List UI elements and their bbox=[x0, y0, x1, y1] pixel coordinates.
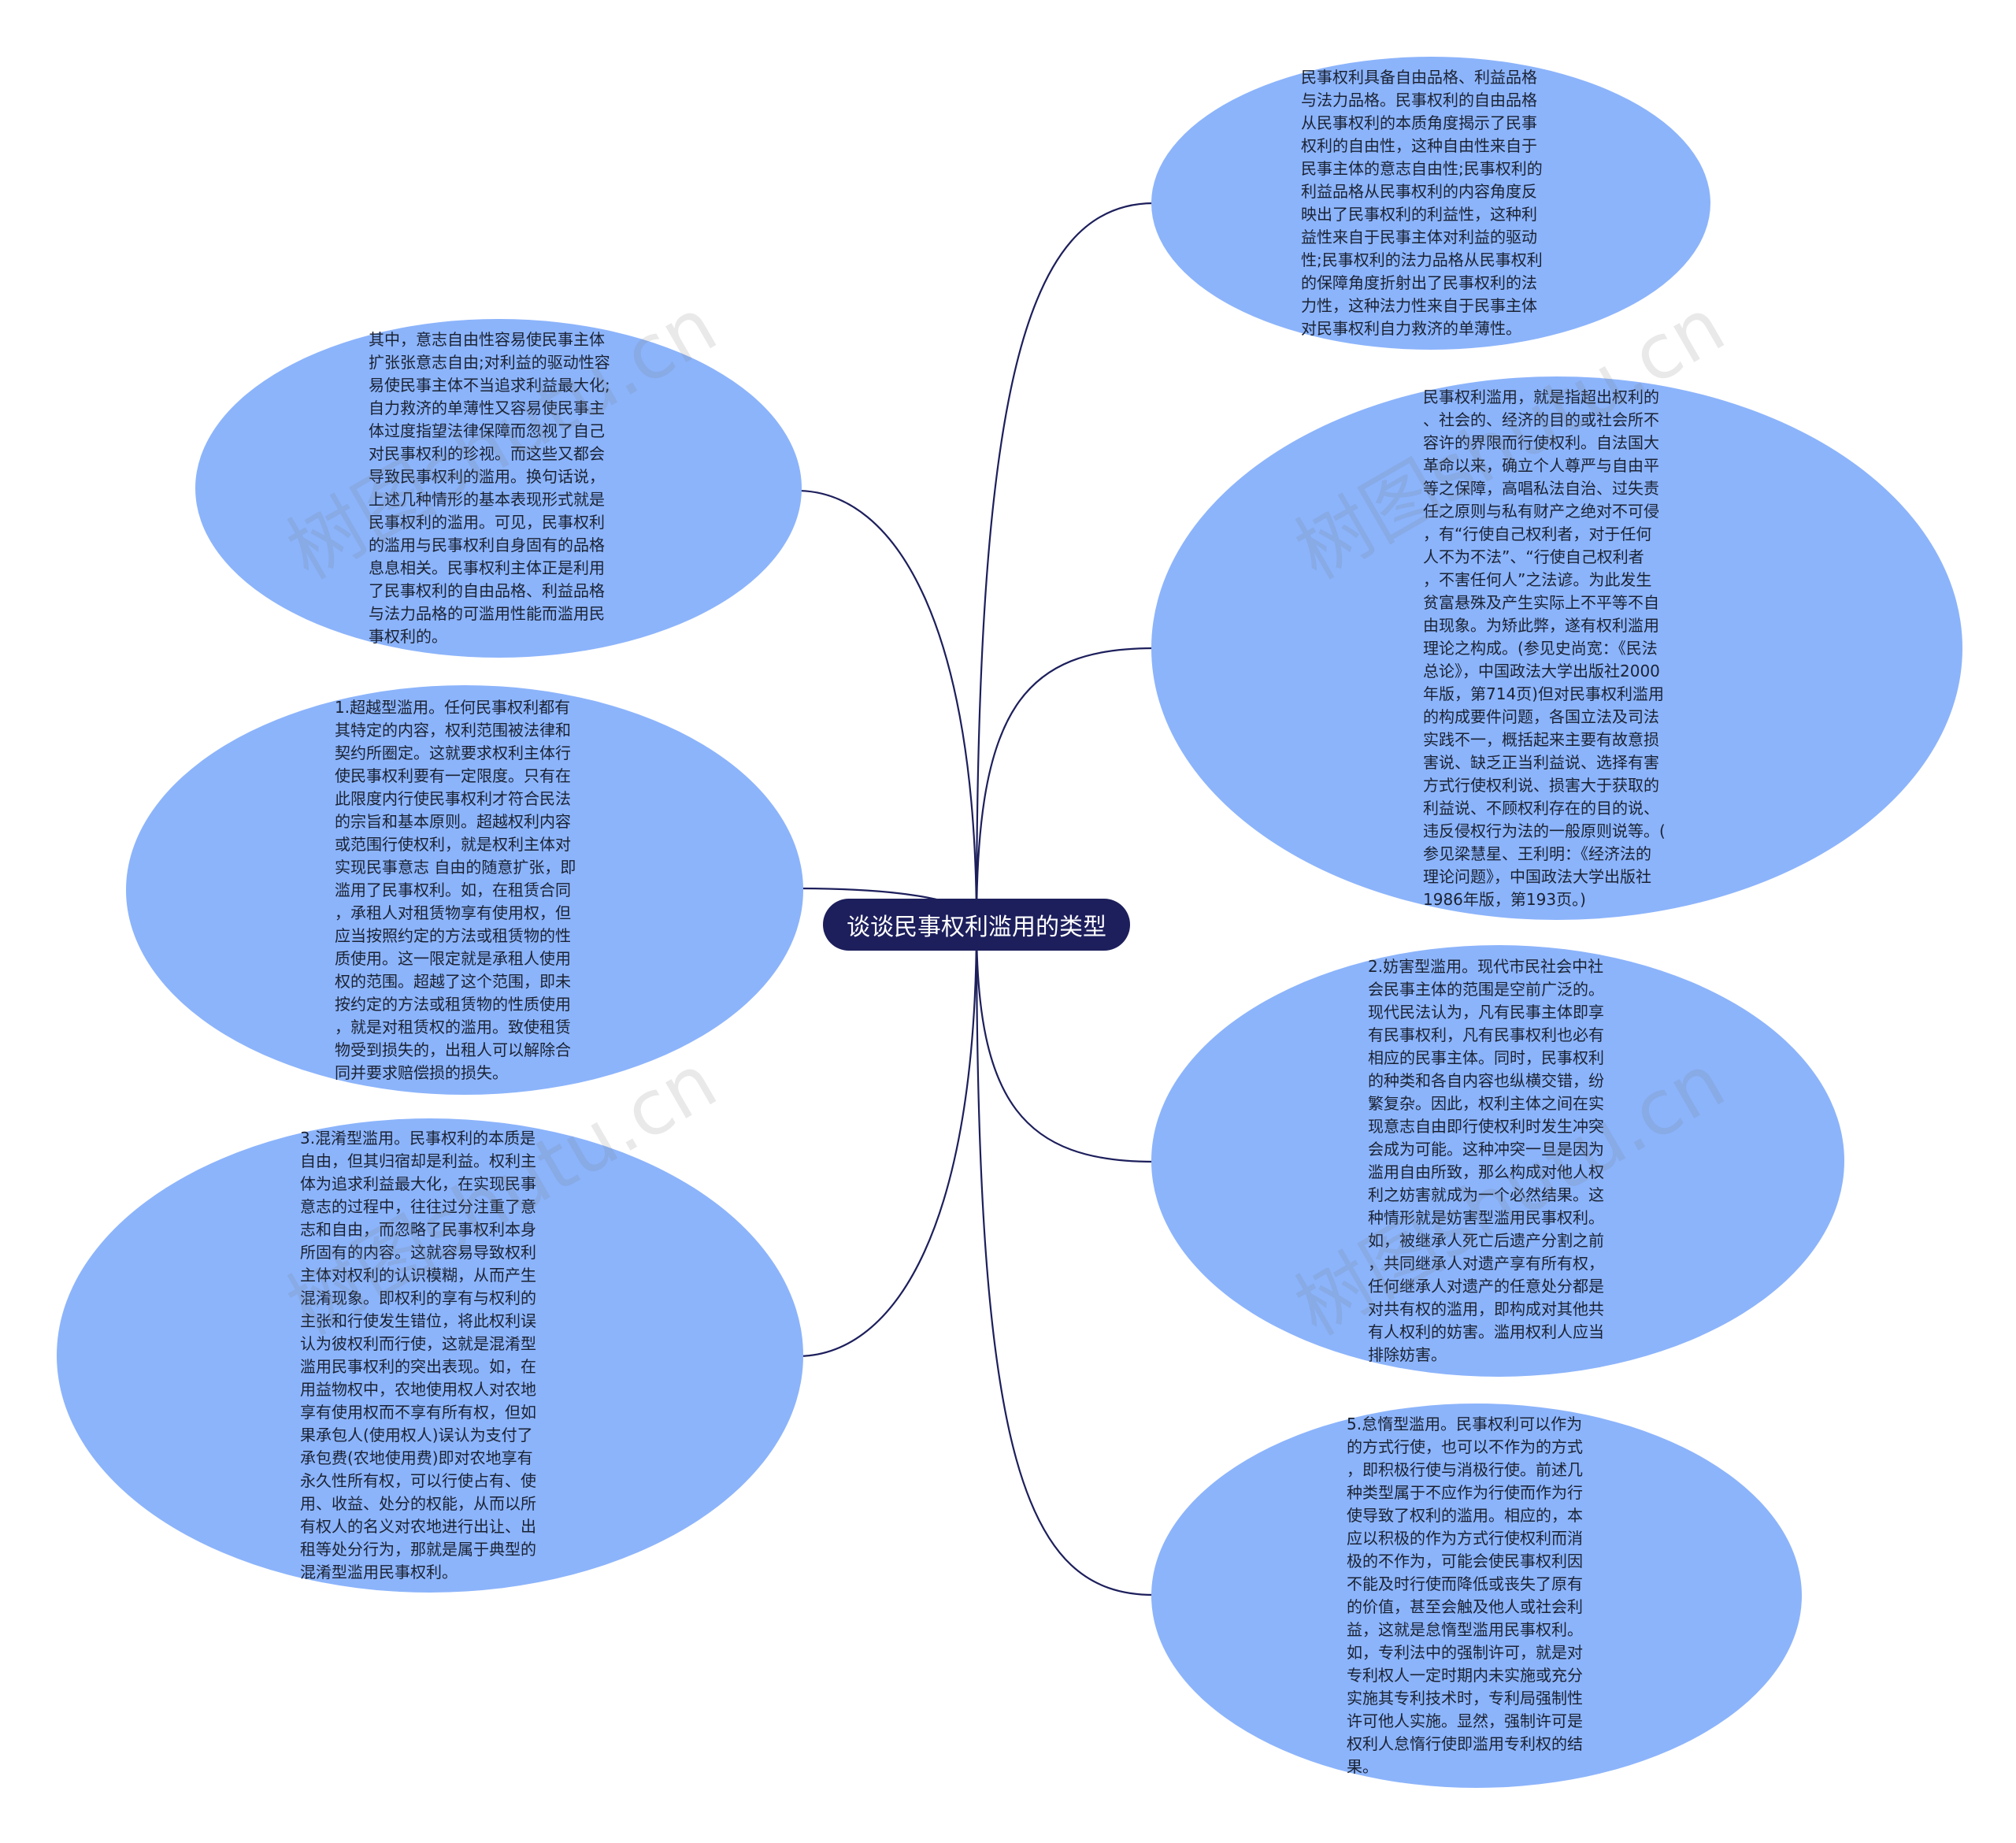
topic-node-right-2[interactable]: 民事权利滥用，就是指超出权利的 、社会的、经济的目的或社会所不 容许的界限而行使… bbox=[1151, 376, 1962, 920]
topic-node-right-1[interactable]: 民事权利具备自由品格、利益品格 与法力品格。民事权利的自由品格 从民事权利的本质… bbox=[1151, 57, 1710, 350]
topic-node-left-1[interactable]: 其中，意志自由性容易使民事主体 扩张张意志自由;对利益的驱动性容 易使民事主体不… bbox=[195, 319, 802, 658]
topic-node-left-3[interactable]: 3.混淆型滥用。民事权利的本质是 自由，但其归宿却是利益。权利主 体为追求利益最… bbox=[57, 1118, 803, 1593]
topic-node-left-2[interactable]: 1.超越型滥用。任何民事权利都有 其特定的内容，权利范围被法律和 契约所圈定。这… bbox=[126, 685, 803, 1095]
link-left-3 bbox=[796, 924, 978, 1358]
topic-node-right-3[interactable]: 2.妨害型滥用。现代市民社会中社 会民事主体的范围是空前广泛的。 现代民法认为，… bbox=[1151, 945, 1844, 1377]
topic-node-right-4[interactable]: 5.怠惰型滥用。民事权利可以作为 的方式行使，也可以不作为的方式 ，即积极行使与… bbox=[1151, 1404, 1802, 1788]
topic-text: 2.妨害型滥用。现代市民社会中社 会民事主体的范围是空前广泛的。 现代民法认为，… bbox=[1368, 957, 1604, 1364]
topic-text: 民事权利滥用，就是指超出权利的 、社会的、经济的目的或社会所不 容许的界限而行使… bbox=[1423, 387, 1666, 909]
central-topic[interactable]: 谈谈民事权利滥用的类型 bbox=[823, 899, 1130, 951]
link-right-2 bbox=[975, 647, 1154, 925]
topic-text: 1.超越型滥用。任何民事权利都有 其特定的内容，权利范围被法律和 契约所圈定。这… bbox=[335, 697, 576, 1082]
link-left-1 bbox=[796, 489, 978, 925]
central-topic-label: 谈谈民事权利滥用的类型 bbox=[847, 914, 1106, 941]
link-right-4 bbox=[975, 924, 1154, 1596]
topic-text: 其中，意志自由性容易使民事主体 扩张张意志自由;对利益的驱动性容 易使民事主体不… bbox=[369, 330, 610, 646]
topic-text: 5.怠惰型滥用。民事权利可以作为 的方式行使，也可以不作为的方式 ，即积极行使与… bbox=[1347, 1415, 1583, 1776]
topic-text: 3.混淆型滥用。民事权利的本质是 自由，但其归宿却是利益。权利主 体为追求利益最… bbox=[300, 1129, 536, 1582]
topic-text: 民事权利具备自由品格、利益品格 与法力品格。民事权利的自由品格 从民事权利的本质… bbox=[1301, 68, 1543, 338]
link-right-1 bbox=[975, 202, 1154, 925]
link-right-3 bbox=[975, 924, 1154, 1163]
